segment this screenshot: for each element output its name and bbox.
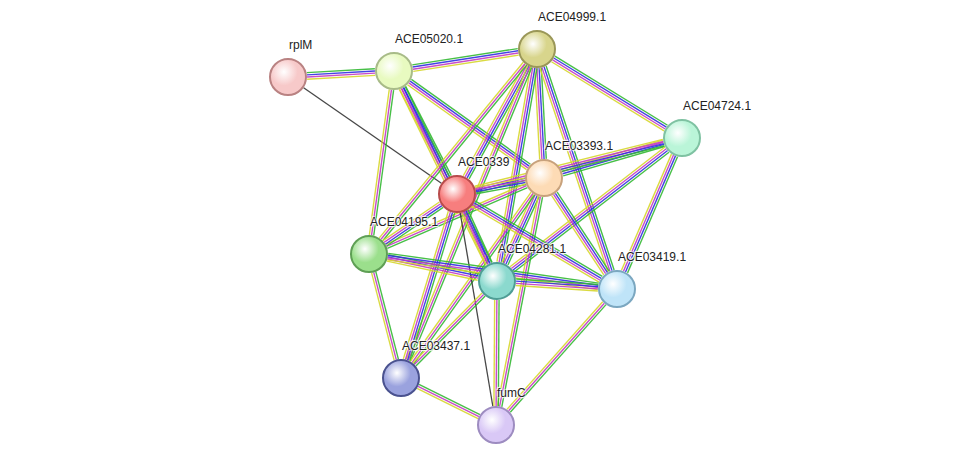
interaction-edge xyxy=(369,90,393,236)
interaction-edge xyxy=(406,66,532,362)
protein-node: rplM xyxy=(269,58,307,96)
interaction-edge xyxy=(551,56,667,131)
evidence-strand xyxy=(372,90,392,235)
evidence-strand xyxy=(552,196,604,275)
protein-label: ACE03419.1 xyxy=(618,250,686,264)
interaction-edge xyxy=(417,384,480,418)
evidence-strand xyxy=(554,58,667,127)
evidence-strand xyxy=(403,88,489,264)
protein-node: ACE04195.1 xyxy=(350,235,388,273)
protein-node: ACE04724.1 xyxy=(663,119,701,157)
evidence-strand xyxy=(304,88,442,183)
protein-node: ACE05020.1 xyxy=(375,52,413,90)
evidence-strand xyxy=(419,384,480,414)
evidence-strand xyxy=(553,60,666,129)
evidence-strand xyxy=(466,211,490,263)
evidence-strand xyxy=(554,194,606,273)
evidence-strand xyxy=(555,56,668,125)
evidence-strand xyxy=(493,300,495,406)
evidence-strand xyxy=(413,53,518,69)
protein-node: fumC xyxy=(477,406,515,444)
evidence-strand xyxy=(413,51,518,67)
interaction-edge xyxy=(413,293,485,366)
protein-label: ACE04281.1 xyxy=(498,242,566,256)
evidence-strand xyxy=(418,386,479,416)
interaction-edge xyxy=(412,49,518,72)
evidence-strand xyxy=(414,295,483,365)
protein-node: ACE04999.1 xyxy=(518,30,556,68)
protein-node: ACE03393.1 xyxy=(525,159,563,197)
evidence-strand xyxy=(369,90,389,235)
evidence-strand xyxy=(416,296,485,366)
interaction-edge xyxy=(516,279,599,291)
protein-label: ACE04724.1 xyxy=(683,99,751,113)
evidence-strand xyxy=(516,286,598,291)
protein-label: rplM xyxy=(289,38,312,52)
protein-label: ACE04195.1 xyxy=(370,215,438,229)
protein-label: ACE03393.1 xyxy=(545,139,613,153)
interaction-edge xyxy=(462,210,492,265)
interaction-edge xyxy=(387,255,479,281)
protein-node: ACE04281.1 xyxy=(478,262,516,300)
interaction-edge xyxy=(552,192,610,275)
evidence-strand xyxy=(405,87,491,263)
evidence-strand xyxy=(413,55,518,71)
evidence-strand xyxy=(417,388,478,418)
protein-label: ACE0339 xyxy=(458,155,509,169)
protein-node: ACE03419.1 xyxy=(598,270,636,308)
evidence-strand xyxy=(372,273,395,360)
evidence-strand xyxy=(468,210,492,262)
interaction-edge xyxy=(399,87,491,266)
evidence-strand xyxy=(462,213,486,265)
interaction-edge xyxy=(372,272,399,360)
evidence-strand xyxy=(497,196,538,406)
protein-label: ACE05020.1 xyxy=(395,32,463,46)
protein-node: ACE0339 xyxy=(438,175,476,213)
evidence-strand xyxy=(551,62,664,131)
evidence-strand xyxy=(410,213,455,361)
evidence-strand xyxy=(374,90,394,235)
protein-label: ACE03437.1 xyxy=(402,339,470,353)
protein-label: ACE04999.1 xyxy=(538,10,606,24)
evidence-strand xyxy=(307,75,375,79)
evidence-strand xyxy=(376,272,399,359)
protein-label: fumC xyxy=(497,386,526,400)
evidence-strand xyxy=(535,68,540,159)
protein-node: ACE03437.1 xyxy=(382,359,420,397)
interaction-edge xyxy=(307,69,375,79)
interaction-edge xyxy=(304,88,442,183)
evidence-strand xyxy=(408,212,453,360)
evidence-strand xyxy=(475,180,525,189)
evidence-strand xyxy=(412,49,517,65)
interaction-edge xyxy=(403,211,454,361)
evidence-strand xyxy=(475,178,525,187)
evidence-strand xyxy=(374,272,397,359)
